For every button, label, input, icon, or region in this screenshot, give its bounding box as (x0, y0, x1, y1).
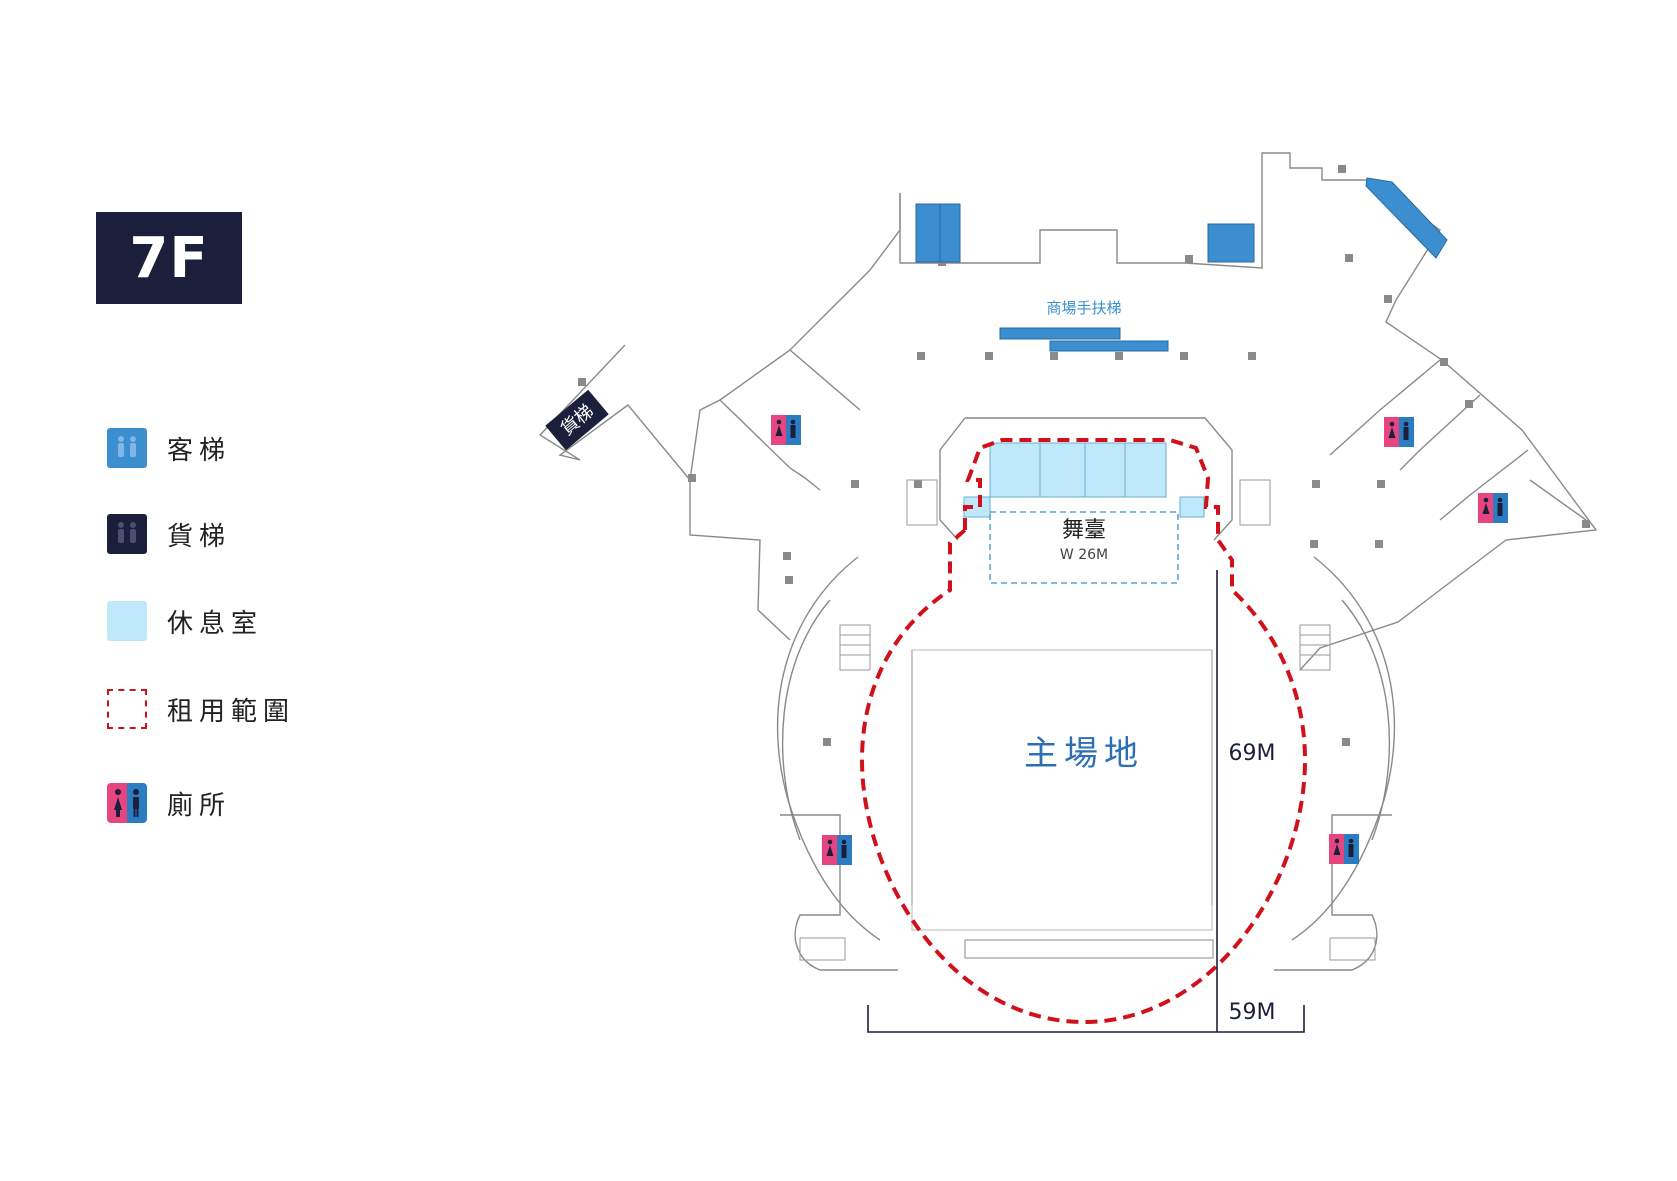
floor-badge: 7F (96, 212, 242, 304)
corridor (1439, 449, 1529, 521)
legend-item-rental-area: 租用範圍 (107, 689, 295, 729)
restroom-marker-north-west (771, 415, 801, 445)
legend-label: 休息室 (167, 608, 264, 639)
legend-item-passenger-elevator: 客梯 (107, 428, 231, 468)
width-dimension-line (867, 1005, 1305, 1033)
legend-item-restroom: 廁所 (107, 783, 231, 823)
stairs (799, 479, 1376, 961)
hall-wall (776, 556, 881, 941)
hall-wall (781, 599, 831, 841)
restroom-marker-south-east (1329, 834, 1359, 864)
hall-floor (911, 649, 1213, 931)
corridor (719, 399, 821, 491)
escalator-label: 商場手扶梯 (1046, 299, 1121, 317)
passenger-elevator-north-west (915, 203, 961, 263)
legend-label: 貨梯 (167, 521, 232, 552)
legend-item-lounge: 休息室 (107, 601, 263, 641)
columns (578, 165, 1590, 746)
hall-wall (1291, 556, 1396, 941)
legend-label: 廁所 (167, 790, 232, 821)
passenger-elevator-icon (107, 428, 147, 468)
building-outline (899, 152, 1598, 671)
rental-area-boundary (859, 438, 1308, 1025)
restroom-marker-east (1478, 493, 1508, 523)
corridor (1529, 479, 1587, 521)
rental-area-icon (107, 689, 147, 729)
south-east-block (1274, 814, 1392, 971)
freight-elevator-north-west: 貨梯 (545, 389, 609, 451)
restroom-marker-south-west (822, 835, 852, 865)
south-bench (964, 939, 1214, 959)
corridor (789, 349, 861, 411)
stage-area (989, 511, 1179, 584)
mall-escalator (999, 327, 1169, 352)
lounge-area-small (1179, 496, 1205, 518)
legend-label: 客梯 (167, 435, 232, 466)
hall-wall (965, 417, 1233, 541)
corridor (1329, 359, 1441, 456)
building-outline (689, 193, 901, 641)
depth-dimension-label: 69M (1229, 741, 1276, 766)
legend-item-freight-elevator: 貨梯 (107, 514, 231, 554)
width-dimension-label: 59M (1229, 1000, 1276, 1025)
restroom-marker-north-east (1384, 417, 1414, 447)
main-venue-label: 主場地 (1024, 734, 1144, 774)
south-west-block (780, 814, 898, 971)
lounge-icon (107, 601, 147, 641)
freight-elevator-icon (107, 514, 147, 554)
stage-width-label: W 26M (1060, 547, 1108, 563)
restroom-icon (107, 783, 147, 823)
lounge-area (989, 442, 1167, 498)
hall-wall (939, 417, 966, 541)
legend-label: 租用範圍 (167, 696, 296, 727)
passenger-elevator-north-east (1365, 177, 1448, 259)
hall-wall (1341, 599, 1391, 841)
corridor (1399, 394, 1481, 471)
stage-label: 舞臺 (1062, 518, 1106, 543)
passenger-elevator-north-center (1207, 223, 1255, 263)
